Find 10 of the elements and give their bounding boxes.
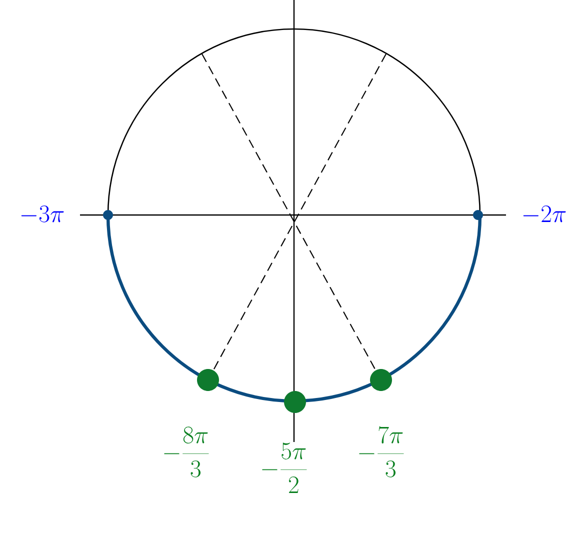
point (197, 369, 219, 391)
point (103, 210, 113, 220)
point (284, 391, 306, 413)
point-label: $-2\pi$ (523, 206, 566, 222)
point (370, 369, 392, 391)
point-label: $-\frac{5\pi}{2}$ (262, 442, 307, 493)
point (473, 210, 483, 220)
point-label: $-\frac{8\pi}{3}$ (164, 426, 209, 478)
point-label: $-3\pi$ (21, 206, 64, 222)
point-label: $-\frac{7\pi}{3}$ (359, 426, 404, 478)
